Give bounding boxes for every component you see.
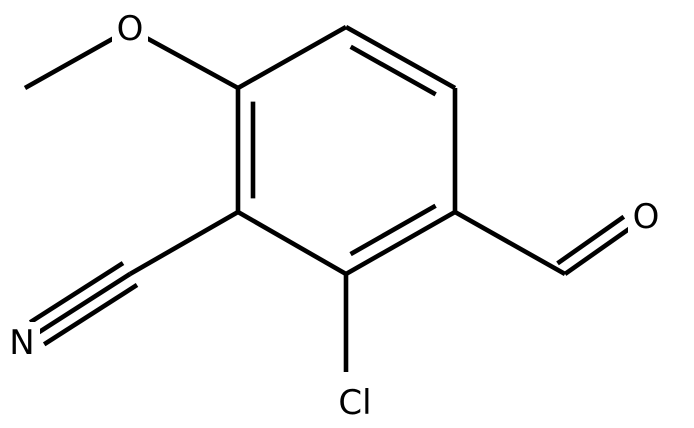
bond-c2-c3 (344, 24, 457, 91)
aldehyde-oxygen-label: O (633, 197, 660, 237)
atom-label-aldehyde-oxygen: O (628, 196, 664, 238)
bond-c4-c5-inner (349, 203, 437, 257)
bond-layer (23, 24, 633, 372)
bond-c-nitrile-n-nitrile (35, 272, 132, 336)
methoxy-oxygen-label: O (117, 9, 144, 49)
bond-c-aldehyde-o-aldehyde-second (556, 214, 626, 266)
atom-label-chlorine: Cl (326, 382, 384, 424)
bond-c1-c2 (236, 24, 348, 91)
bond-c-nitrile-n-nitrile-third (42, 283, 139, 347)
atom-label-nitrile-nitrogen: N (4, 322, 40, 364)
bond-c4-c-aldehyde (453, 209, 567, 277)
bond-c4-c5 (344, 210, 457, 276)
bond-c5-c6 (236, 210, 348, 276)
bond-c-methyl-o-methoxy (23, 35, 116, 91)
chlorine-label: Cl (338, 383, 371, 423)
bond-c-nitrile-n-nitrile-second (28, 261, 125, 325)
atom-label-methoxy-oxygen: O (112, 8, 148, 50)
bond-o-methoxy-c1 (144, 35, 240, 91)
nitrile-nitrogen-label: N (9, 323, 34, 363)
bond-c6-c-nitrile (128, 210, 240, 276)
bond-c-aldehyde-o-aldehyde (563, 225, 633, 276)
bond-c2-c3-inner (349, 44, 437, 97)
